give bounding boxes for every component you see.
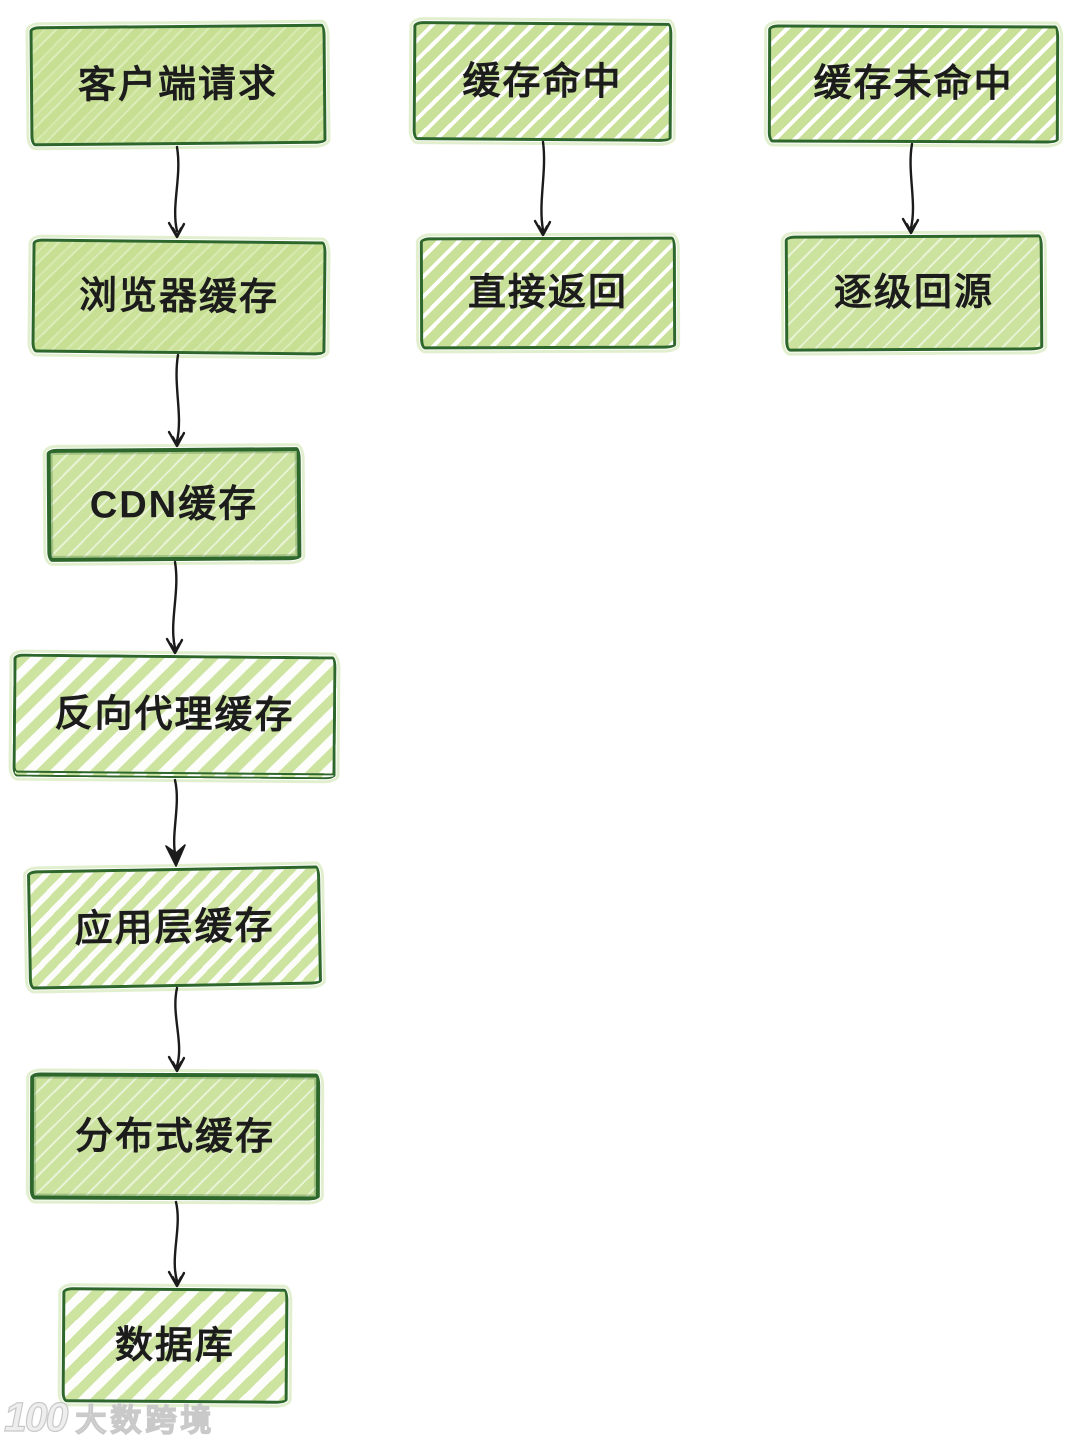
arrow-hit-to-return — [533, 140, 552, 237]
node-cdn-cache: CDN缓存 — [42, 443, 306, 566]
arrow-cdn-to-reverse-proxy — [165, 560, 184, 655]
node-cache-hit: 缓存命中 — [408, 17, 677, 146]
node-reverse-proxy-cache: 反向代理缓存 — [8, 649, 341, 784]
node-direct-return: 直接返回 — [415, 232, 681, 354]
node-label: 缓存未命中 — [813, 62, 1014, 106]
arrow-browser-to-cdn — [167, 353, 186, 448]
arrow-miss-to-origin — [901, 142, 920, 235]
node-label: 浏览器缓存 — [78, 274, 280, 320]
node-distributed-cache: 分布式缓存 — [25, 1068, 325, 1205]
watermark: 100 大数跨境 — [3, 1393, 216, 1441]
node-label: 客户端请求 — [77, 63, 279, 107]
arrow-distributed-to-database — [167, 1200, 186, 1288]
node-database: 数据库 — [57, 1283, 293, 1408]
node-label: 数据库 — [114, 1324, 236, 1367]
node-label: 直接返回 — [467, 271, 629, 315]
node-label: 分布式缓存 — [74, 1115, 276, 1158]
watermark-text: 大数跨境 — [75, 1402, 216, 1438]
arrow-reverse-proxy-to-app-layer — [165, 778, 186, 867]
node-app-layer-cache: 应用层缓存 — [22, 861, 327, 994]
watermark-logo: 100 — [3, 1393, 69, 1440]
node-label: 应用层缓存 — [74, 904, 275, 951]
node-client-request: 客户端请求 — [25, 19, 331, 151]
arrow-app-layer-to-distributed — [167, 986, 186, 1073]
node-label: 反向代理缓存 — [54, 692, 295, 738]
arrow-client-to-browser — [167, 145, 186, 239]
node-cache-miss: 缓存未命中 — [763, 20, 1064, 148]
node-back-to-origin: 逐级回源 — [780, 230, 1048, 356]
node-label: 缓存命中 — [462, 59, 623, 104]
node-label: 逐级回源 — [833, 271, 995, 315]
node-browser-cache: 浏览器缓存 — [27, 234, 331, 360]
node-label: CDN缓存 — [89, 482, 259, 527]
